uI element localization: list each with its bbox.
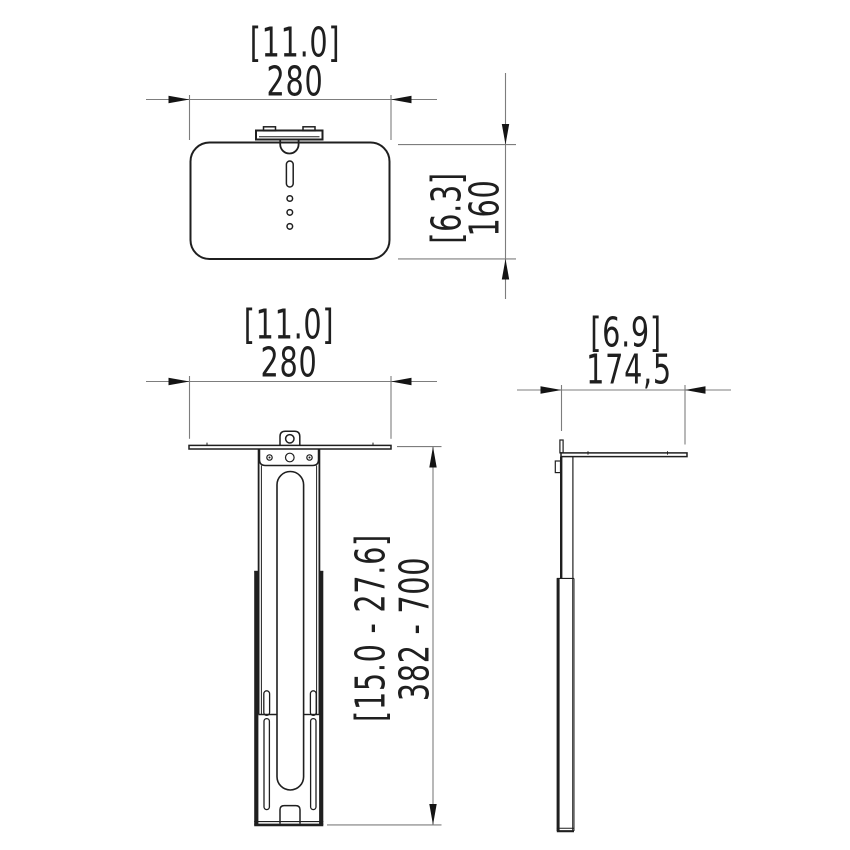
column-short-slot-right (309, 690, 317, 717)
front-width-inch-label: [11.0] (243, 300, 335, 349)
screw-hole-left-center (268, 456, 271, 459)
arrowhead (501, 124, 510, 145)
screw-hole-left (266, 454, 273, 461)
side-depth-inch-label: [6.9] (590, 308, 662, 357)
screw-hole-right (306, 454, 313, 461)
arrowhead (429, 804, 437, 825)
side-bracket-lug (554, 460, 562, 474)
top-width-mm-label: 280 (266, 57, 324, 106)
column-short-slot-left (263, 690, 271, 717)
top-view (189, 126, 391, 260)
side-view (554, 439, 688, 833)
sleeve-bottom-cutout (279, 804, 301, 824)
top-view-hole-2 (286, 208, 294, 216)
sleeve-long-slot-left (263, 717, 271, 811)
arrowhead (685, 386, 706, 394)
clip-hook (279, 139, 300, 155)
clip-bar (255, 129, 324, 141)
side-hook-pin (559, 439, 564, 454)
top-width-inch-label: [11.0] (249, 18, 341, 67)
front-height-inch-label: [15.0 - 27.6] (346, 534, 395, 722)
central-adjustment-slot (276, 470, 305, 791)
dimension-top-width (146, 95, 437, 140)
arrowhead (540, 386, 562, 394)
hanger-tab (279, 430, 301, 446)
top-view-slot (285, 160, 294, 188)
side-shelf-plate (560, 452, 688, 458)
front-height-mm-label: 382 - 700 (390, 556, 439, 702)
dimension-top-depth (398, 73, 516, 299)
sleeve-long-slot-right (309, 717, 317, 811)
shelf-plate (188, 444, 392, 450)
arrowhead (391, 377, 412, 386)
hanger-tab-hole (284, 433, 295, 444)
top-depth-mm-label: 160 (460, 179, 509, 237)
dimension-front-height (327, 446, 442, 826)
screw-hole-center (284, 452, 295, 463)
mounting-clip (255, 126, 324, 155)
clip-tab-right (302, 126, 316, 132)
column-top-plate (258, 449, 320, 467)
top-view-hole-3 (286, 222, 294, 230)
arrowhead (391, 95, 412, 104)
arrowhead (168, 95, 190, 104)
arrowhead (501, 258, 510, 280)
dimension-side-depth (517, 385, 731, 445)
top-view-hole-1 (286, 194, 294, 203)
front-view (188, 430, 392, 827)
clip-tab-left (262, 126, 277, 132)
arrowhead (168, 377, 190, 386)
front-width-mm-label: 280 (260, 338, 318, 387)
side-depth-mm-label: 174,5 (586, 345, 672, 394)
arrowhead (429, 446, 437, 468)
dimension-front-width (146, 376, 437, 439)
screw-hole-right-center (308, 456, 311, 459)
